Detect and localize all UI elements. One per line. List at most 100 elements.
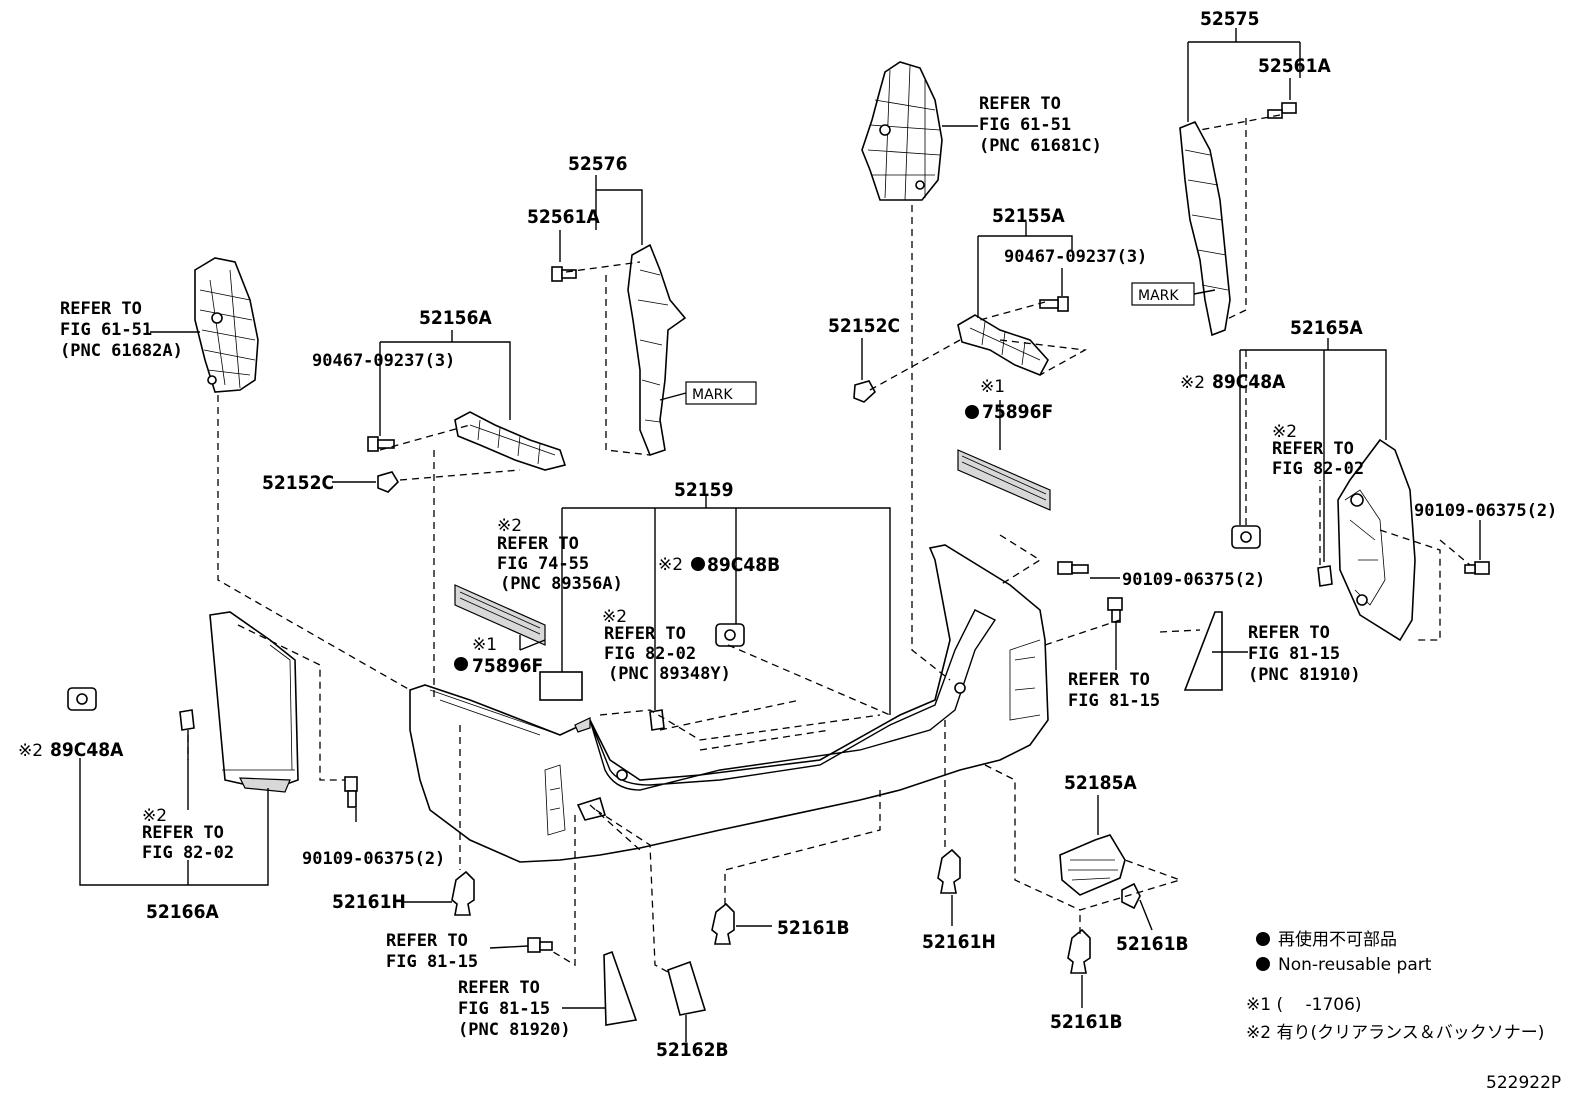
bracket-52156A[interactable]	[454, 411, 567, 471]
clip-52161H-left[interactable]	[451, 870, 475, 916]
bumper-cover[interactable]	[409, 544, 1049, 863]
label-52156A: 52156A	[419, 307, 492, 329]
svg-text:※2: ※2	[142, 806, 167, 826]
svg-text:FIG 74-55: FIG 74-55	[497, 554, 589, 574]
bracket-61682A	[194, 257, 259, 393]
label-52162B: 52162B	[656, 1039, 729, 1061]
non-reusable-dot-75896F-right	[965, 405, 979, 419]
clip-52161B-center[interactable]	[711, 902, 735, 945]
label-52161B-bottom: 52161B	[1050, 1011, 1123, 1033]
mark2-89C48B: ※2	[658, 555, 683, 575]
svg-text:(PNC 81910): (PNC 81910)	[1248, 665, 1361, 685]
mark1-75896F-right: ※1	[980, 377, 1005, 397]
label-52561A-right: 52561A	[1258, 55, 1331, 77]
svg-text:REFER TO: REFER TO	[1248, 623, 1330, 643]
label-52152C-right: 52152C	[828, 315, 900, 337]
retainer-52575[interactable]	[1179, 120, 1231, 337]
svg-text:(PNC 61681C): (PNC 61681C)	[979, 136, 1102, 156]
leader-lines	[79, 28, 1481, 1042]
label-89C48A-right: 89C48A	[1212, 371, 1286, 393]
label-90467-left: 90467-09237(3)	[312, 351, 455, 371]
svg-text:FIG 82-02: FIG 82-02	[604, 644, 696, 664]
screw-90467-right[interactable]	[1039, 296, 1069, 312]
dashed-guides	[187, 114, 1471, 973]
bolt-52561A-left[interactable]	[551, 266, 577, 282]
label-75896F-center: 75896F	[472, 655, 543, 677]
refer-82-02-left: ※2 REFER TO FIG 82-02	[142, 806, 234, 863]
legend: 再使用不可部品 Non-reusable part ※1 ( -1706) ※2…	[1246, 929, 1544, 1043]
svg-text:FIG 61-51: FIG 61-51	[979, 115, 1071, 135]
label-52561A-left: 52561A	[527, 206, 600, 228]
clip-52152C-left[interactable]	[377, 471, 400, 493]
sensor-retainer-89C48A-right[interactable]	[1231, 525, 1261, 549]
sensor-retainer-89C48B[interactable]	[715, 623, 745, 647]
svg-text:FIG 81-15: FIG 81-15	[458, 999, 550, 1019]
refer-81-15-center: REFER TO FIG 81-15	[1068, 670, 1160, 711]
svg-text:REFER TO: REFER TO	[1068, 670, 1150, 690]
svg-text:REFER TO: REFER TO	[386, 931, 468, 951]
tow-hook-cover-52162B[interactable]	[667, 960, 707, 1016]
clip-52161H-right[interactable]	[937, 848, 961, 894]
label-52165A: 52165A	[1290, 317, 1363, 339]
refer-81-15-bottom-left: REFER TO FIG 81-15	[386, 931, 478, 972]
svg-text:(PNC 89356A): (PNC 89356A)	[500, 574, 623, 594]
svg-text:※2: ※2	[1272, 422, 1297, 442]
rear-bumper-side-right[interactable]	[1337, 438, 1416, 642]
legend-note1: ※1 ( -1706)	[1246, 995, 1362, 1015]
bracket-52155A[interactable]	[957, 314, 1049, 377]
label-52152C-left: 52152C	[262, 472, 334, 494]
label-52575: 52575	[1200, 8, 1259, 30]
mark-box-left: MARK	[659, 381, 757, 405]
clip-52161B-bottom[interactable]	[1067, 928, 1091, 974]
svg-text:FIG 81-15: FIG 81-15	[1248, 644, 1340, 664]
label-52166A: 52166A	[146, 901, 219, 923]
clip-52161B-right[interactable]	[1121, 882, 1141, 910]
svg-text:(PNC 81920): (PNC 81920)	[458, 1020, 571, 1040]
screw-90109-center[interactable]	[1057, 561, 1089, 575]
svg-text:(PNC 89348Y): (PNC 89348Y)	[608, 664, 731, 684]
refer-61-51-left: REFER TO FIG 61-51 (PNC 61682A)	[60, 299, 183, 361]
screw-90467-left[interactable]	[367, 436, 395, 452]
label-52155A: 52155A	[992, 205, 1065, 227]
legend-non-reusable-jp: 再使用不可部品	[1278, 929, 1397, 950]
svg-text:REFER TO: REFER TO	[142, 823, 224, 843]
svg-text:FIG 81-15: FIG 81-15	[1068, 691, 1160, 711]
reflector-81910	[1183, 611, 1223, 691]
legend-dot-en	[1256, 957, 1270, 971]
svg-text:FIG 61-51: FIG 61-51	[60, 320, 152, 340]
svg-text:FIG 81-15: FIG 81-15	[386, 952, 478, 972]
label-90467-right: 90467-09237(3)	[1004, 247, 1147, 267]
svg-text:REFER TO: REFER TO	[60, 299, 142, 319]
part-labels: 52575 52561A 52576 52561A 52156A 90467-0…	[18, 8, 1557, 1061]
refer-81-15-right: REFER TO FIG 81-15 (PNC 81910)	[1248, 623, 1361, 685]
diagram-id: 522922P	[1486, 1073, 1561, 1093]
mark-box-right: MARK	[1131, 282, 1216, 306]
refer-81-15-bottom: REFER TO FIG 81-15 (PNC 81920)	[458, 978, 571, 1040]
clip-82-02-left	[179, 709, 195, 731]
label-52161B-center: 52161B	[777, 917, 850, 939]
label-75896F-right: 75896F	[982, 401, 1053, 423]
svg-text:FIG 82-02: FIG 82-02	[142, 843, 234, 863]
rear-bumper-side-left[interactable]	[209, 611, 299, 793]
svg-text:REFER TO: REFER TO	[604, 624, 686, 644]
clip-52152C-right[interactable]	[853, 380, 877, 403]
retainer-52576[interactable]	[627, 243, 687, 456]
refer-61-51-right: REFER TO FIG 61-51 (PNC 61681C)	[979, 94, 1102, 156]
svg-text:※2: ※2	[497, 516, 522, 536]
screw-81-15-bottom[interactable]	[527, 937, 553, 953]
sensor-retainer-89C48A-left[interactable]	[67, 687, 97, 711]
screw-81-15-center[interactable]	[1107, 597, 1123, 623]
screw-90109-left[interactable]	[344, 776, 358, 808]
bolt-52561A-right[interactable]	[1267, 102, 1297, 119]
label-89C48A-left: 89C48A	[50, 739, 124, 761]
reflector-75896F-left[interactable]	[454, 584, 546, 646]
screw-90109-right[interactable]	[1464, 561, 1490, 575]
legend-dot-jp	[1256, 932, 1270, 946]
seal-52185A[interactable]	[1059, 834, 1126, 896]
refer-blocks: REFER TO FIG 61-51 (PNC 61681C) REFER TO…	[60, 94, 1364, 1040]
reflector-75896F-right[interactable]	[957, 449, 1051, 511]
mark1-75896F-center: ※1	[472, 635, 497, 655]
refer-82-02-right: ※2 REFER TO FIG 82-02	[1272, 422, 1364, 479]
label-52161B-right: 52161B	[1116, 933, 1189, 955]
